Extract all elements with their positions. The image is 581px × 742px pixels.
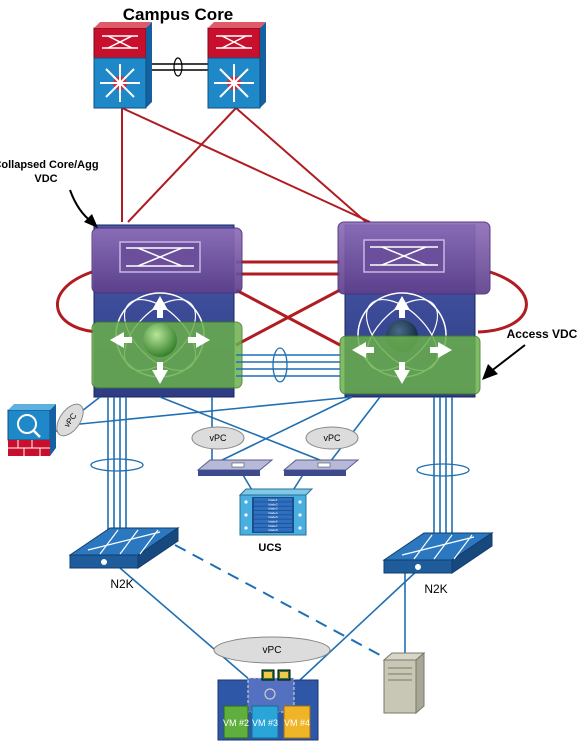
firewall-icon [7, 404, 56, 456]
ucs-blade-slot [254, 519, 292, 523]
n2k-right-label: N2K [424, 582, 447, 596]
svg-text:VDC: VDC [34, 173, 57, 185]
ucs-blade-label: blade3 [268, 507, 277, 511]
vm-3-icon: VM #3 [251, 705, 279, 739]
svg-text:vPC: vPC [209, 433, 227, 443]
ucs-chassis-icon: blade1blade2blade3blade4blade5blade6blad… [238, 488, 314, 536]
ucs-blade-label: blade2 [268, 502, 277, 506]
ucs-blade-label: blade8 [268, 528, 277, 532]
core-switch-right-icon [207, 22, 266, 109]
svg-text:vPC: vPC [323, 433, 341, 443]
nexus-switch-right-icon [337, 221, 491, 398]
ucs-blade-slot [254, 515, 292, 519]
svg-text:VM #3: VM #3 [252, 718, 278, 728]
core-switch-left-icon [93, 22, 152, 109]
svg-text:Access VDC: Access VDC [507, 327, 578, 341]
fabric-interconnect-left-icon [196, 459, 274, 476]
ucs-blade-label: blade6 [268, 520, 277, 524]
fabric-interconnect-right-icon [282, 459, 360, 476]
agg-interconnect-links [55, 260, 528, 347]
svg-text:Collapsed Core/Agg: Collapsed Core/Agg [0, 159, 99, 171]
n2k-left-label: N2K [110, 577, 133, 591]
ucs-blade-slot [254, 523, 292, 528]
ucs-blade-label: blade4 [268, 511, 277, 515]
ucs-blades: blade1blade2blade3blade4blade5blade6blad… [254, 498, 292, 532]
ucs-label: UCS [258, 542, 281, 554]
access-vdc-callout: Access VDC [482, 327, 578, 380]
vpc-ucs-right-badge: vPC [305, 426, 359, 450]
svg-text:VM #2: VM #2 [223, 718, 249, 728]
svg-text:vPC: vPC [263, 645, 282, 656]
vm-4-icon: VM #4 [283, 705, 311, 739]
nexus-switch-left-icon [91, 224, 243, 398]
ucs-blade-slot [254, 502, 292, 506]
n2k-left-switch-icon [68, 527, 180, 569]
vm-2-icon: VM #2 [223, 705, 249, 739]
server-icon [382, 651, 426, 715]
vpc-firewall-badge: vPC [56, 403, 84, 437]
core-links [121, 57, 371, 223]
collapsed-core-callout: Collapsed Core/Agg VDC [0, 159, 99, 228]
vpc-ucs-left-badge: vPC [191, 426, 245, 450]
ucs-blade-label: blade7 [268, 524, 277, 528]
ucs-blade-slot [254, 498, 292, 502]
diagram-title: Campus Core [123, 5, 234, 24]
svg-text:VM #4: VM #4 [284, 718, 310, 728]
ucs-blade-slot [254, 510, 292, 515]
ucs-blade-label: blade1 [268, 498, 277, 502]
ucs-blade-label: blade5 [268, 515, 277, 519]
ucs-blade-slot [254, 506, 292, 511]
vpc-bottom-badge: vPC [213, 636, 331, 664]
ucs-blade-slot [254, 528, 292, 532]
n2k-right-switch-icon [382, 532, 494, 574]
